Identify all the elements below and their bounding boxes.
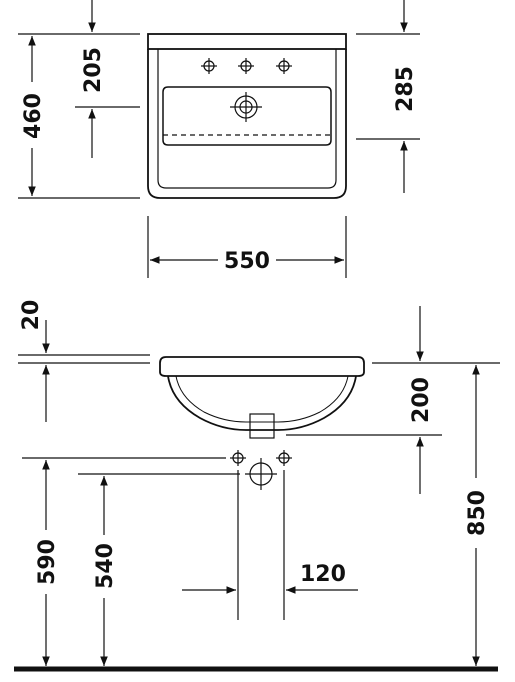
supply-connections-icon xyxy=(230,450,292,466)
label-590: 590 xyxy=(35,539,60,585)
label-550: 550 xyxy=(224,249,270,274)
top-view xyxy=(18,0,420,278)
label-285: 285 xyxy=(393,66,418,112)
inner-bowl-top xyxy=(162,86,332,146)
label-120: 120 xyxy=(300,562,346,587)
basin-side-profile xyxy=(159,356,365,439)
tap-holes-icon xyxy=(201,58,292,74)
label-540: 540 xyxy=(93,543,118,589)
drain-icon xyxy=(230,92,262,122)
label-850: 850 xyxy=(465,490,490,536)
label-200: 200 xyxy=(409,377,434,423)
basin-top-outline xyxy=(147,33,347,199)
label-20: 20 xyxy=(19,300,44,331)
side-view xyxy=(14,306,500,672)
label-205: 205 xyxy=(81,47,106,93)
waste-pipe-icon xyxy=(245,458,277,490)
label-460: 460 xyxy=(21,93,46,139)
